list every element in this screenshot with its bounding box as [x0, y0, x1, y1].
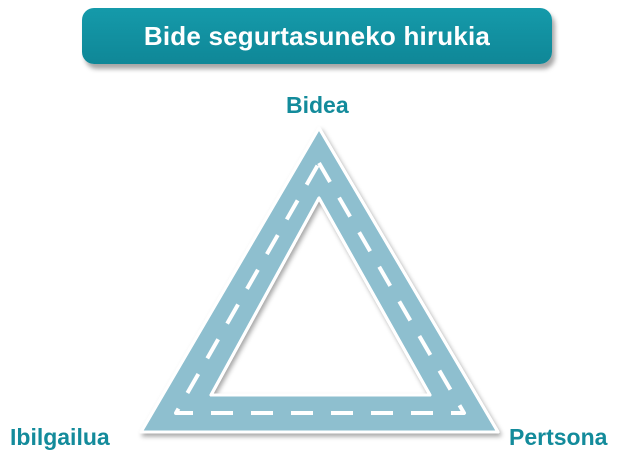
road-surface — [139, 126, 500, 434]
diagram-title: Bide segurtasuneko hirukia — [82, 8, 552, 64]
road-center-dashes — [174, 161, 466, 415]
road-edge-outline — [139, 126, 500, 434]
vertex-label-top: Bidea — [286, 92, 349, 118]
vertex-label-right: Pertsona — [509, 424, 608, 450]
vertex-label-left: Ibilgailua — [10, 424, 110, 450]
